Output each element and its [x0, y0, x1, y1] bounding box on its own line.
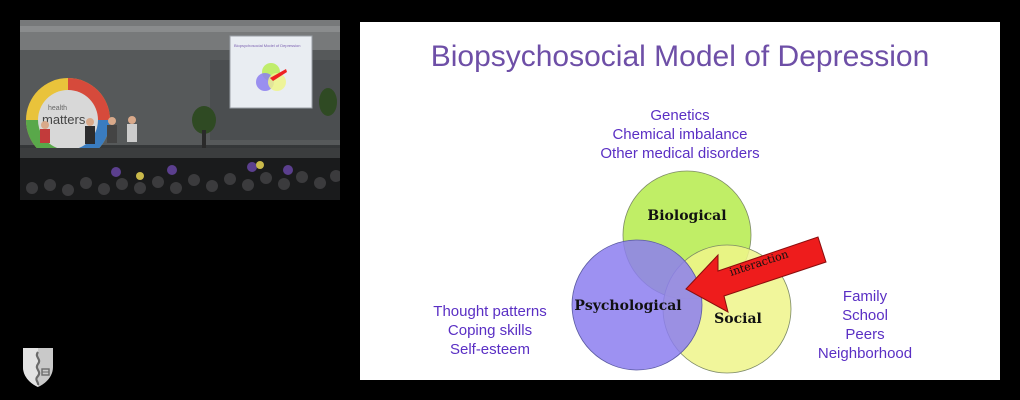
presentation-slide: Biopsychosocial Model of Depression Gene…	[360, 22, 1000, 380]
list-item: Coping skills	[447, 322, 533, 339]
list-item: Self-esteem	[449, 341, 531, 358]
interaction-arrow-icon	[685, 236, 827, 313]
biological-label: Biological	[647, 208, 726, 224]
list-item: Family	[842, 288, 888, 305]
social-label: Social	[714, 311, 762, 327]
list-item: Genetics	[650, 107, 710, 124]
psychological-label: Psychological	[574, 298, 681, 314]
conference-video: health matters Biopsychosocial Model of …	[20, 20, 340, 200]
psychological-factors-list: Thought patterns Coping skills Self-este…	[410, 302, 570, 359]
list-item: Neighborhood	[817, 345, 913, 362]
slide-title: Biopsychosocial Model of Depression	[430, 40, 930, 73]
conference-scene: health matters Biopsychosocial Model of …	[20, 20, 340, 200]
list-item: Thought patterns	[433, 303, 547, 320]
social-factors-list: Family School Peers Neighborhood	[800, 287, 930, 363]
screen-slide-title: Biopsychosocial Model of Depression	[234, 43, 300, 48]
backdrop-text-health: health	[48, 105, 67, 112]
list-item: Peers	[845, 326, 885, 343]
biological-factors-list: Genetics Chemical imbalance Other medica…	[580, 106, 780, 163]
list-item: Chemical imbalance	[612, 126, 748, 143]
backdrop-text-matters: matters	[42, 112, 86, 127]
psychological-circle	[571, 239, 703, 371]
list-item: Other medical disorders	[600, 145, 760, 162]
shield-logo-icon	[23, 348, 53, 387]
venn-diagram: interaction Biological Psychological Soc…	[571, 170, 827, 374]
list-item: School	[842, 307, 888, 324]
